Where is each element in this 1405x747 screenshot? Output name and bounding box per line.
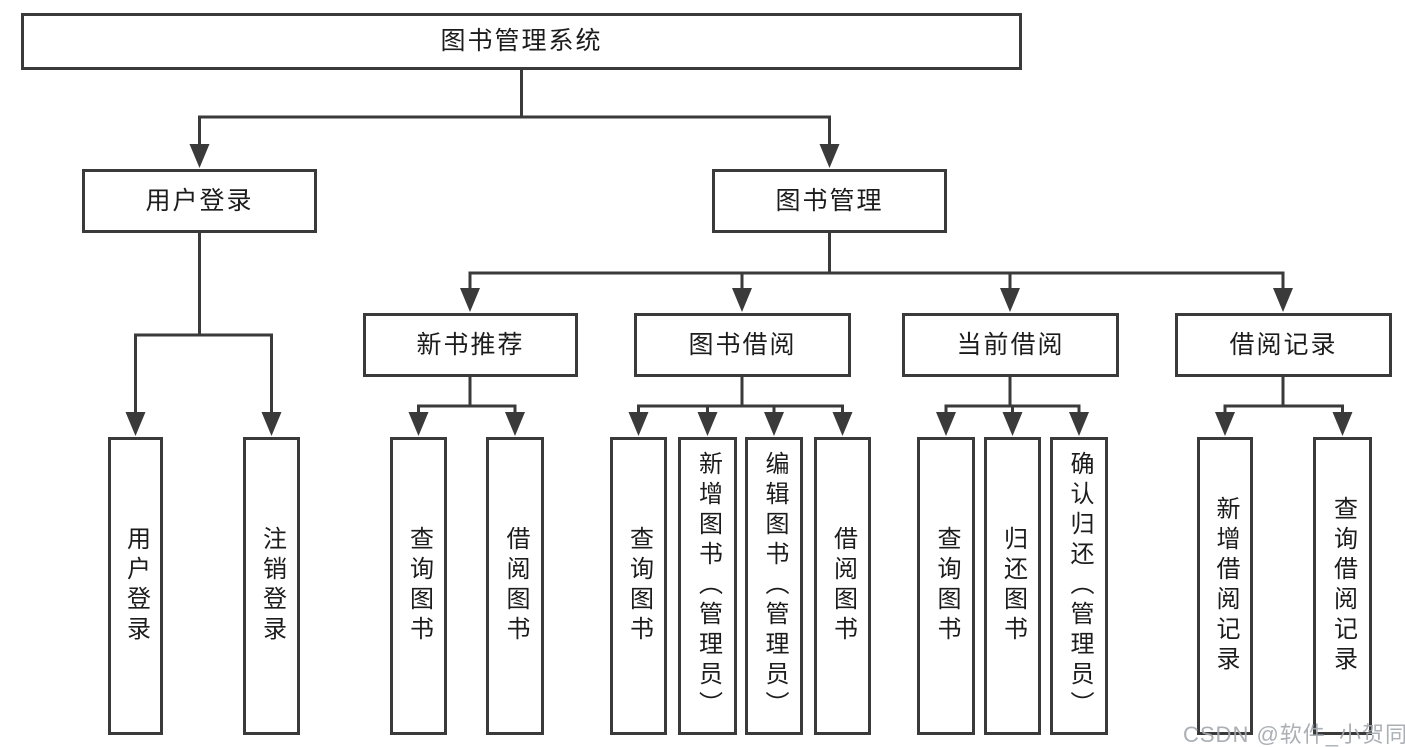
leaf-edit-books-admin: 编辑图书（管理员） <box>745 437 803 735</box>
leaf-borrow-books: 借阅图书 <box>814 437 871 735</box>
csdn-watermark: CSDN @软件_小贺同学 <box>1183 722 1405 747</box>
node-label: 图书借阅 <box>688 330 797 359</box>
leaf-label: 查询图书 <box>933 526 960 646</box>
leaf-query-books: 查询图书 <box>917 437 975 735</box>
leaf-label: 归还图书 <box>999 526 1027 646</box>
leaf-query-books: 查询图书 <box>390 437 447 735</box>
leaf-user-login: 用户登录 <box>108 437 163 735</box>
node-user-login-branch: 用户登录 <box>82 169 317 233</box>
leaf-query-books: 查询图书 <box>610 437 667 735</box>
leaf-query-borrow-record: 查询借阅记录 <box>1313 437 1372 735</box>
node-system-root: 图书管理系统 <box>21 13 1022 70</box>
node-new-book-recommend: 新书推荐 <box>363 313 578 377</box>
node-label: 图书管理 <box>775 186 884 215</box>
leaf-label: 借阅图书 <box>502 526 529 646</box>
leaf-label: 查询图书 <box>625 526 653 646</box>
node-book-borrowing: 图书借阅 <box>634 313 851 377</box>
leaf-logout: 注销登录 <box>243 437 300 735</box>
leaf-label: 新增借阅记录 <box>1212 496 1239 676</box>
node-borrowing-records: 借阅记录 <box>1175 313 1392 377</box>
leaf-label: 编辑图书（管理员） <box>761 451 788 721</box>
leaf-label: 注销登录 <box>258 526 286 646</box>
node-label: 用户登录 <box>145 186 254 215</box>
leaf-return-books: 归还图书 <box>984 437 1041 735</box>
node-book-management-branch: 图书管理 <box>712 169 947 233</box>
node-current-borrowing: 当前借阅 <box>902 313 1119 377</box>
leaf-label: 借阅图书 <box>829 526 857 646</box>
leaf-add-borrow-record: 新增借阅记录 <box>1197 437 1253 735</box>
node-label: 当前借阅 <box>956 330 1065 359</box>
node-label: 新书推荐 <box>416 330 525 359</box>
leaf-add-books-admin: 新增图书（管理员） <box>678 437 737 735</box>
leaf-label: 用户登录 <box>122 526 150 646</box>
leaf-borrow-books: 借阅图书 <box>486 437 544 735</box>
leaf-label: 新增图书（管理员） <box>694 451 722 721</box>
leaf-label: 确认归还（管理员） <box>1066 451 1093 721</box>
node-label: 借阅记录 <box>1229 330 1338 359</box>
leaf-confirm-return-admin: 确认归还（管理员） <box>1050 437 1108 735</box>
leaf-label: 查询图书 <box>405 526 433 646</box>
leaf-label: 查询借阅记录 <box>1329 496 1357 676</box>
node-label: 图书管理系统 <box>440 27 603 55</box>
